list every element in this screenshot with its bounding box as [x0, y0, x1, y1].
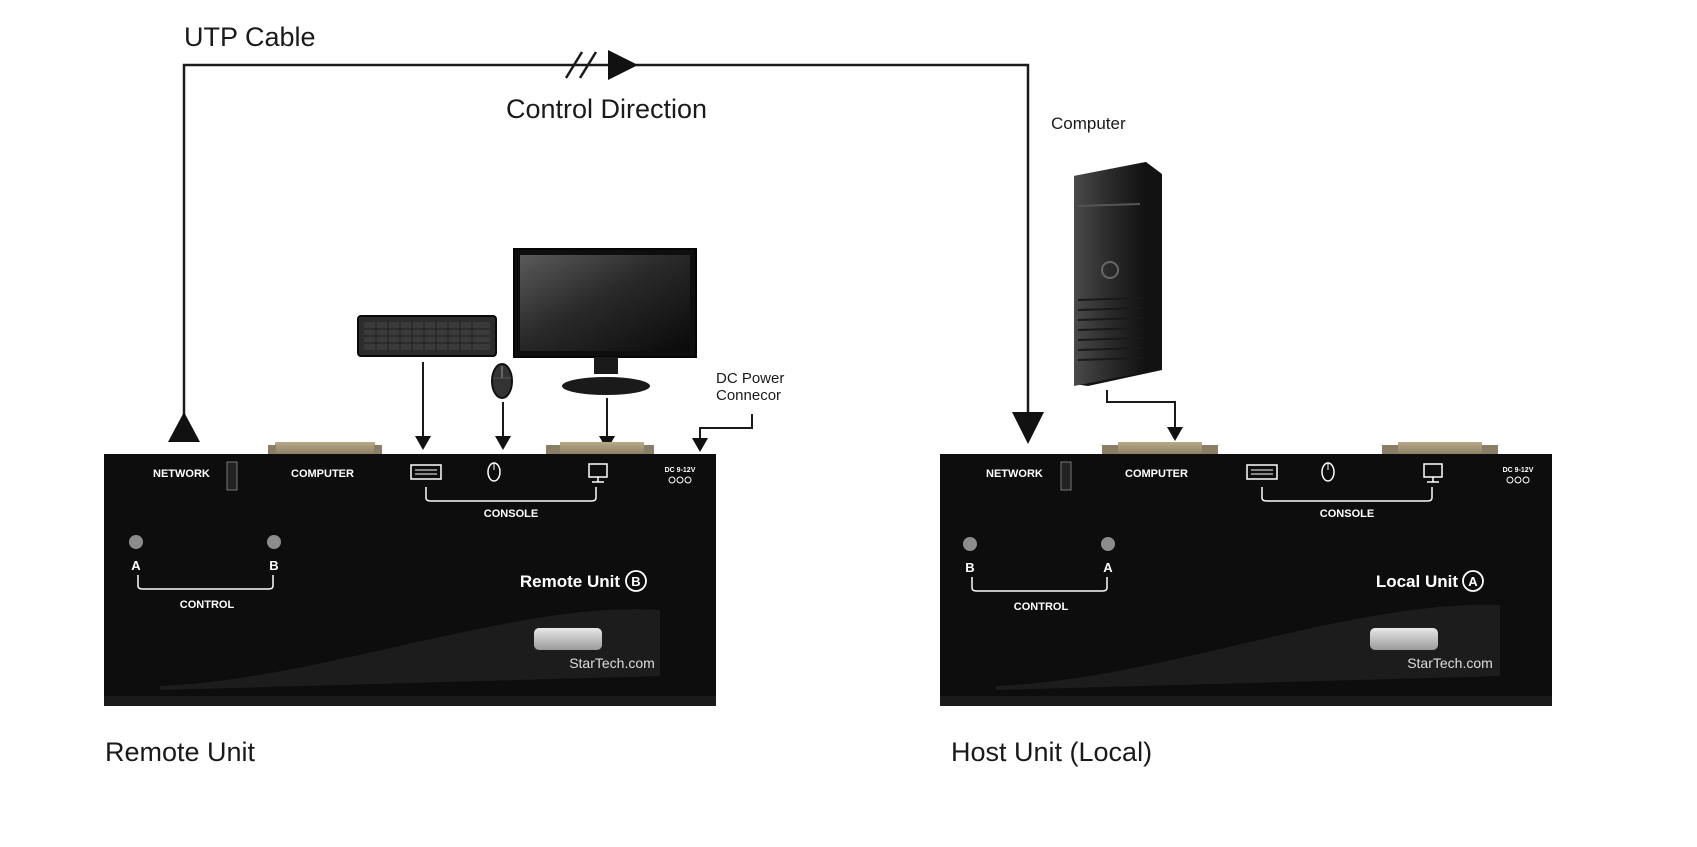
computer-connector-arrow	[1167, 427, 1183, 441]
local-led-a	[1101, 537, 1115, 551]
remote-select-button[interactable]	[534, 628, 602, 650]
local-console-label: CONSOLE	[1320, 508, 1374, 520]
local-led-b-label: B	[965, 560, 974, 575]
local-network-jack	[1060, 461, 1072, 491]
utp-cable-label: UTP Cable	[184, 22, 316, 52]
local-led-b	[963, 537, 977, 551]
dc-power-label-line2: Connecor	[716, 387, 782, 404]
local-unit-device: NETWORK COMPUTER CONSOLE DC 9-12V B A CO…	[940, 442, 1552, 706]
local-select-button[interactable]	[1370, 628, 1438, 650]
local-brand-logo: StarTech.com	[1407, 655, 1493, 671]
control-direction-arrow	[608, 50, 638, 80]
dc-power-label-line1: DC Power	[716, 370, 785, 387]
mouse-icon	[491, 363, 513, 399]
local-network-arrow	[1012, 412, 1044, 444]
remote-led-a	[129, 535, 143, 549]
local-keyboard-port-icon	[1246, 464, 1278, 480]
dc-power-connector-arrow	[692, 438, 708, 452]
remote-network-arrow	[168, 412, 200, 442]
local-unit-letter: A	[1468, 574, 1478, 589]
utp-cable	[168, 50, 1044, 444]
local-control-label: CONTROL	[1014, 601, 1069, 613]
remote-unit-device: NETWORK COMPUTER CONSOLE DC 9-12V A B CO…	[104, 442, 716, 706]
keyboard-icon	[357, 315, 497, 357]
remote-network-label: NETWORK	[153, 468, 210, 480]
keyboard-connector-arrow	[415, 436, 431, 450]
local-network-label: NETWORK	[986, 468, 1043, 480]
remote-led-b-label: B	[269, 558, 278, 573]
local-led-a-label: A	[1103, 560, 1113, 575]
remote-keyboard-port-icon	[410, 464, 442, 480]
remote-unit-letter: B	[631, 574, 640, 589]
remote-control-label: CONTROL	[180, 599, 235, 611]
computer-tower-icon	[1074, 162, 1162, 386]
dc-power-connector-line	[699, 414, 753, 440]
computer-label: Computer	[1051, 114, 1126, 133]
remote-unit-badge	[625, 570, 647, 592]
monitor-icon	[513, 248, 697, 395]
remote-console-label: CONSOLE	[484, 508, 538, 520]
remote-computer-label: COMPUTER	[291, 468, 354, 480]
control-direction-label: Control Direction	[506, 94, 708, 124]
computer-connector-line	[1106, 390, 1176, 430]
local-unit-badge	[1462, 570, 1484, 592]
host-unit-caption: Host Unit (Local)	[951, 737, 1153, 767]
cable-break-mark	[578, 51, 598, 79]
remote-unit-caption: Remote Unit	[105, 737, 256, 767]
local-computer-label: COMPUTER	[1125, 468, 1188, 480]
remote-dc-label: DC 9-12V	[665, 467, 696, 474]
remote-led-a-label: A	[131, 558, 141, 573]
cable-break-mark	[564, 51, 584, 79]
local-dc-label: DC 9-12V	[1503, 467, 1534, 474]
remote-led-b	[267, 535, 281, 549]
remote-unit-name: Remote Unit	[520, 572, 620, 591]
remote-brand-logo: StarTech.com	[569, 655, 655, 671]
remote-network-jack	[226, 461, 238, 491]
mouse-connector-arrow	[495, 436, 511, 450]
local-unit-name: Local Unit	[1376, 572, 1459, 591]
